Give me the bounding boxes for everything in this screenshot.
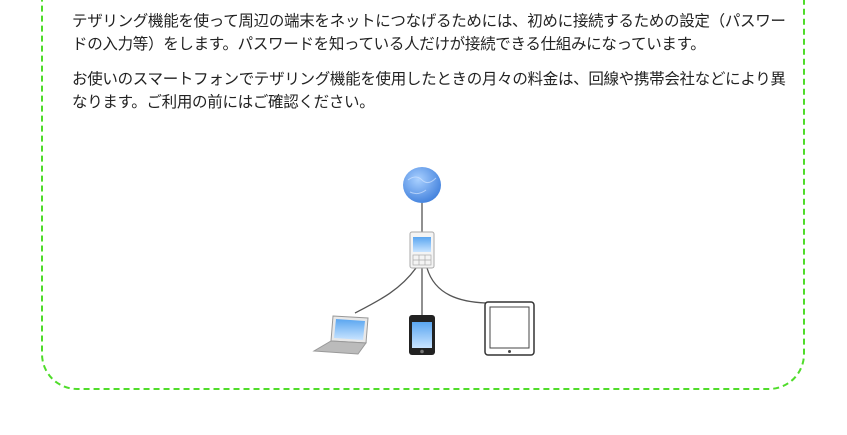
description-text: テザリング機能を使って周辺の端末をネットにつなげるためには、初めに接続するための…: [72, 10, 792, 126]
globe-icon: [403, 167, 441, 203]
feature-phone-icon: [409, 231, 435, 269]
tablet-icon: [484, 301, 535, 356]
connection-lines: [354, 203, 487, 315]
smartphone-icon: [409, 315, 435, 355]
laptop-icon: [312, 315, 369, 355]
paragraph-tethering-setup: テザリング機能を使って周辺の端末をネットにつなげるためには、初めに接続するための…: [72, 12, 786, 53]
paragraph-tethering-fees: お使いのスマートフォンでテザリング機能を使用したときの月々の料金は、回線や携帯会…: [72, 70, 786, 111]
info-panel: [41, 0, 805, 390]
